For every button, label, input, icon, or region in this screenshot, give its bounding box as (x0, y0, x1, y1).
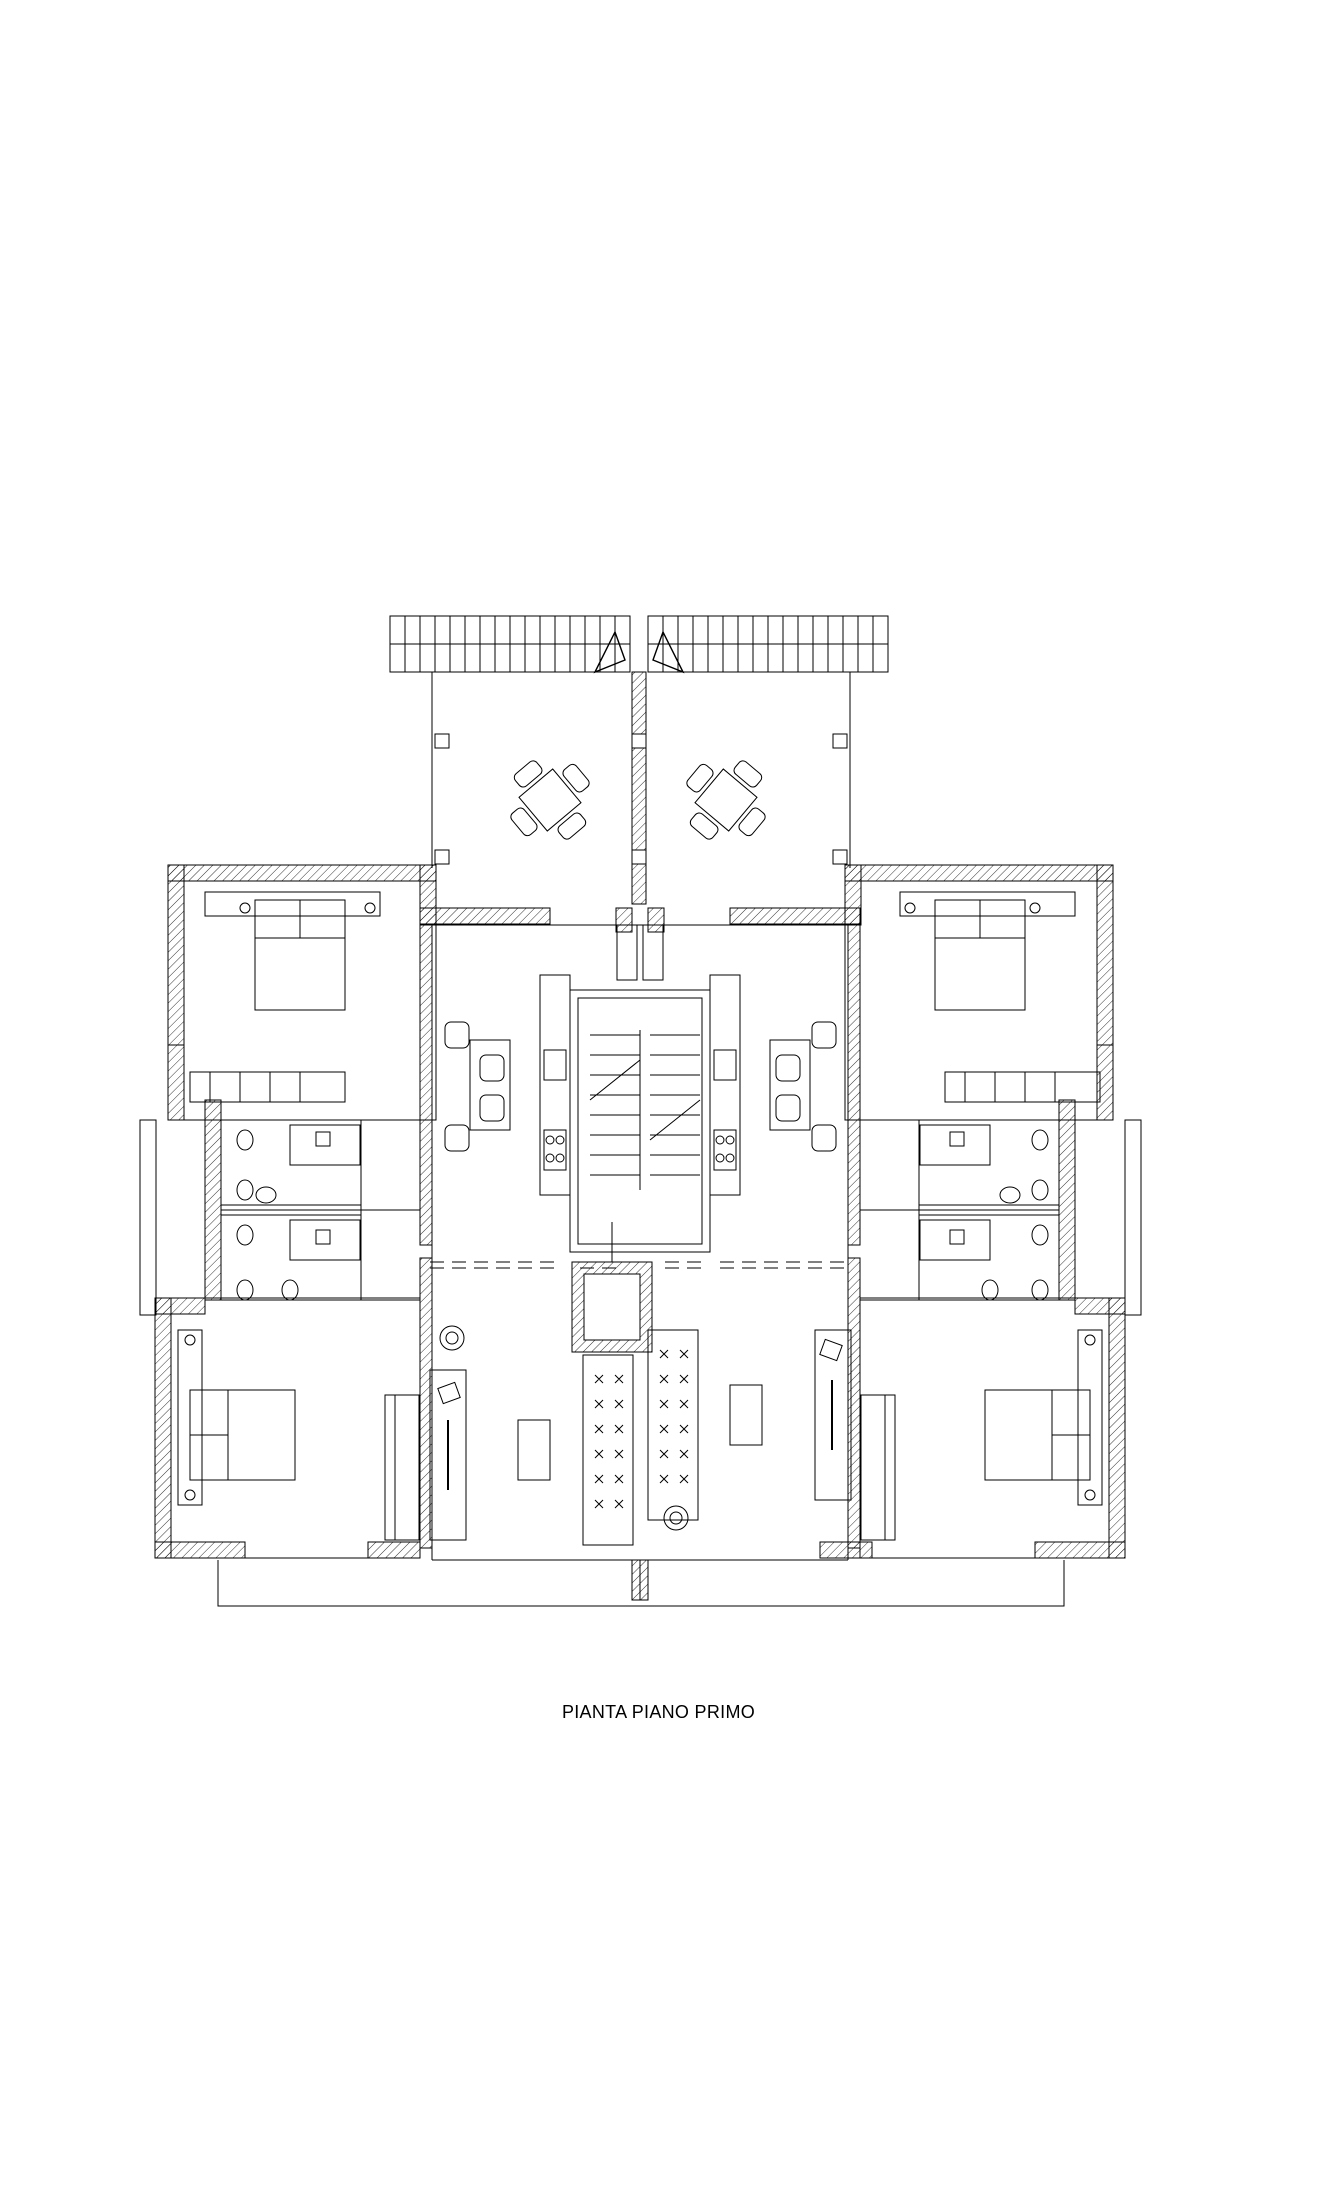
exterior-stair-left (389, 615, 631, 674)
terrace-table-left (510, 760, 590, 840)
living-left (429, 1325, 634, 1546)
terrace-left (431, 671, 851, 905)
bedroom-top-left (189, 891, 381, 1103)
exterior-stair-right (647, 615, 889, 674)
kitchen-left (444, 924, 638, 1196)
bedroom-bottom-left (177, 1329, 420, 1541)
terrace-table-right (686, 760, 766, 840)
exterior-walls (154, 864, 1126, 1601)
interior-partitions (205, 1119, 1075, 1301)
bedroom-bottom-right (860, 1329, 1103, 1541)
living-right (647, 1329, 852, 1531)
bedroom-top-right (899, 891, 1101, 1103)
kitchen-right (642, 924, 837, 1196)
drawing-title: PIANTA PIANO PRIMO (561, 1702, 756, 1722)
central-stairwell (569, 989, 711, 1353)
